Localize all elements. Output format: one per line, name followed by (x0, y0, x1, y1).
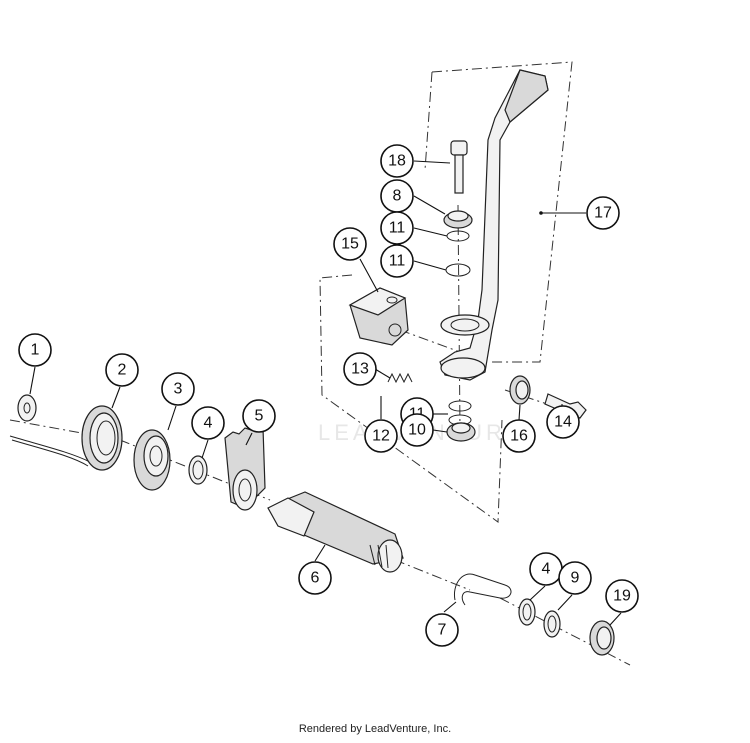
svg-text:6: 6 (311, 570, 320, 587)
callout-13[interactable]: 13 (343, 352, 377, 386)
callout-7[interactable]: 7 (425, 613, 459, 647)
footer-credit: Rendered by LeadVenture, Inc. (298, 723, 452, 735)
part-washer-16 (509, 375, 531, 405)
svg-text:11: 11 (389, 220, 406, 237)
svg-text:8: 8 (393, 188, 402, 205)
svg-text:19: 19 (613, 588, 631, 605)
svg-text:7: 7 (438, 622, 447, 639)
part-washer-3 (133, 429, 171, 491)
callout-16[interactable]: 16 (502, 419, 536, 453)
callout-10[interactable]: 10 (400, 413, 434, 447)
svg-text:17: 17 (594, 205, 612, 222)
part-ratchet-5 (224, 423, 266, 511)
callout-15[interactable]: 15 (333, 227, 367, 261)
callout-5[interactable]: 5 (242, 399, 276, 433)
svg-text:10: 10 (408, 422, 426, 439)
part-washer-1 (17, 394, 37, 422)
callout-17[interactable]: 17 (586, 196, 620, 230)
part-spring-13 (387, 372, 413, 384)
svg-text:2: 2 (118, 362, 127, 379)
part-bushing-10 (446, 422, 476, 442)
svg-text:12: 12 (372, 428, 390, 445)
callout-18[interactable]: 18 (380, 144, 414, 178)
part-circlip-4b (518, 598, 536, 626)
callout-1[interactable]: 1 (18, 333, 52, 367)
svg-text:13: 13 (351, 361, 369, 378)
part-bushing-8 (443, 210, 473, 229)
callout-3[interactable]: 3 (161, 372, 195, 406)
callout-12[interactable]: 12 (364, 419, 398, 453)
callout-8[interactable]: 8 (380, 179, 414, 213)
svg-text:16: 16 (510, 428, 528, 445)
svg-text:5: 5 (255, 408, 264, 425)
callout-11-upper-1[interactable]: 11 (380, 211, 414, 245)
callout-19[interactable]: 19 (605, 579, 639, 613)
callout-2[interactable]: 2 (105, 353, 139, 387)
svg-text:1: 1 (31, 342, 40, 359)
callout-9[interactable]: 9 (558, 561, 592, 595)
svg-text:9: 9 (571, 570, 580, 587)
callout-4-right[interactable]: 4 (529, 552, 563, 586)
svg-text:4: 4 (204, 415, 213, 432)
part-kick-lever-17 (439, 69, 549, 381)
svg-text:4: 4 (542, 561, 551, 578)
svg-text:18: 18 (388, 153, 406, 170)
part-circlip-4a (188, 455, 208, 485)
part-clip-7 (453, 573, 512, 606)
callout-4[interactable]: 4 (191, 406, 225, 440)
callout-6[interactable]: 6 (298, 561, 332, 595)
leader-lines (29, 160, 622, 626)
svg-text:11: 11 (389, 253, 406, 270)
part-bolt-18 (450, 140, 468, 194)
svg-text:14: 14 (554, 414, 572, 431)
callout-11-upper-2[interactable]: 11 (380, 244, 414, 278)
part-seal-19 (589, 620, 615, 656)
part-spring-2 (9, 405, 123, 471)
part-washer-9 (543, 610, 561, 638)
callout-14[interactable]: 14 (546, 405, 580, 439)
part-shaft-6 (267, 491, 404, 573)
part-clamp-15 (348, 287, 409, 346)
svg-text:3: 3 (174, 381, 183, 398)
svg-text:15: 15 (341, 236, 359, 253)
